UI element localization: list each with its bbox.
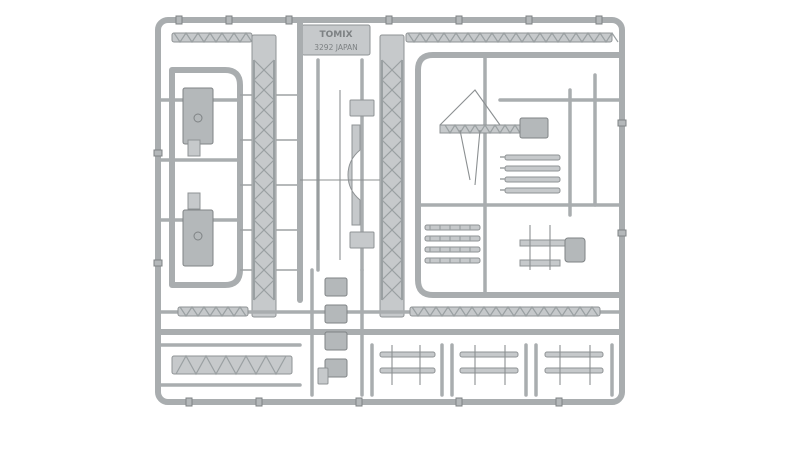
part-code-label: 3292 JAPAN [314, 43, 357, 52]
top-lattice-strip-left [171, 31, 253, 44]
bottom-lattice-strip-left [177, 305, 249, 318]
small-box-parts [310, 268, 364, 397]
support-arm-parts [519, 225, 586, 270]
insulator-bracket-set-2 [450, 343, 528, 397]
insulator-row-upper [500, 154, 561, 194]
insulator-bracket-set-3 [534, 343, 614, 397]
brand-label: TOMIX [319, 30, 352, 40]
center-overhead-wire-parts [300, 90, 380, 260]
catenary-cross-bracket [439, 89, 549, 186]
lattice-mast-left [251, 34, 277, 318]
insulator-bracket-set-1 [370, 343, 444, 397]
left-subframe [156, 67, 243, 288]
right-subframe [415, 52, 625, 298]
insulator-row-lower [424, 224, 481, 264]
truss-beam-part [158, 343, 302, 387]
top-lattice-strip-right [405, 31, 619, 44]
bottom-lattice-strip-right [409, 305, 601, 318]
lattice-mast-right [379, 34, 405, 318]
runner-tab-stubs [153, 15, 627, 407]
sprue-label-plate: TOMIX 3292 JAPAN [301, 24, 371, 56]
